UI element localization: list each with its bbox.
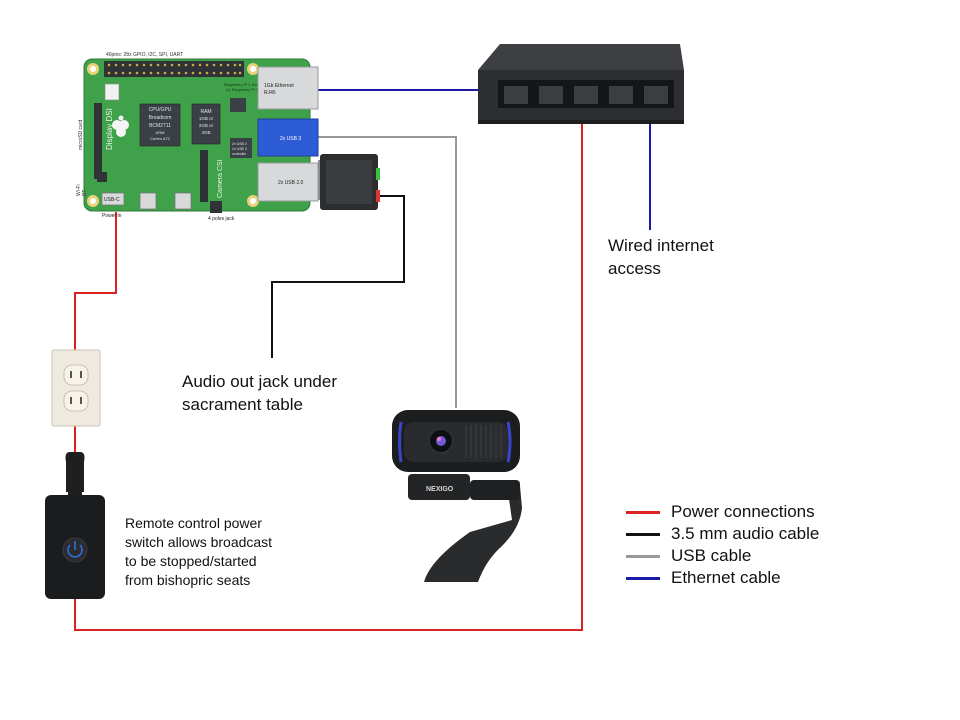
gpio-header bbox=[104, 61, 244, 77]
outlet-receptacle-top bbox=[63, 364, 89, 386]
switch-port bbox=[568, 80, 604, 108]
outlet-receptacle-bottom bbox=[63, 390, 89, 412]
power-cable-pi bbox=[74, 212, 117, 352]
micro-hdmi-port-2 bbox=[174, 192, 192, 210]
usb-audio-adapter bbox=[318, 154, 380, 210]
wired-internet-line-2: access bbox=[608, 259, 661, 278]
ethernet-port-label-2: RJ45 bbox=[264, 90, 276, 96]
switch-port bbox=[603, 80, 639, 108]
audio-out-label: Audio out jack under sacrament table bbox=[182, 370, 337, 416]
camera-csi-connector bbox=[200, 150, 208, 202]
audio-cable bbox=[271, 195, 405, 358]
legend-label-usb: USB cable bbox=[671, 546, 752, 565]
pi-led-block bbox=[97, 172, 107, 182]
wall-outlet bbox=[51, 349, 101, 427]
remote-switch-line-1: Remote control power bbox=[125, 515, 262, 531]
usb-controller-chip bbox=[230, 138, 252, 158]
webcam-stand bbox=[418, 486, 522, 582]
legend-item-ethernet: Ethernet cable bbox=[626, 567, 781, 589]
ram-chip bbox=[191, 103, 221, 145]
micro-hdmi-port-1 bbox=[139, 192, 157, 210]
webcam-brand-plate bbox=[408, 474, 470, 500]
legend-item-power: Power connections bbox=[626, 501, 815, 523]
ram-label-4: 4GB bbox=[201, 130, 210, 135]
audio-jack-port bbox=[210, 201, 222, 213]
webcam-brand: NEXIGO bbox=[426, 486, 454, 493]
remote-switch-line-4: from bishopric seats bbox=[125, 572, 251, 588]
microsd-label: microSD card bbox=[78, 119, 84, 150]
outlet-plate bbox=[51, 349, 101, 427]
usb-controller-label-2: 2x USB 3 bbox=[232, 147, 247, 151]
legend-item-audio: 3.5 mm audio cable bbox=[626, 523, 819, 545]
usb3-port-label: 2x USB 3 bbox=[280, 136, 301, 142]
legend-swatch-ethernet bbox=[626, 576, 660, 580]
legend-item-usb: USB cable bbox=[626, 545, 751, 567]
audio-out-line-2: sacrament table bbox=[182, 395, 303, 414]
bt-label: BT bbox=[82, 190, 88, 196]
usb-c-port bbox=[101, 192, 125, 206]
remote-switch-line-2: switch allows broadcast bbox=[125, 534, 273, 550]
usb2-port-label: 2x USB 2.0 bbox=[278, 180, 304, 186]
raspberry-pi: 40pins: 28x GPIO, I2C, SPI, UART bbox=[76, 52, 319, 222]
ram-label-3: 2GB or bbox=[199, 123, 214, 128]
remote-switch-line-3: to be stopped/started bbox=[125, 553, 257, 569]
usb3-port bbox=[257, 118, 319, 157]
usb-cable bbox=[304, 136, 457, 408]
legend-swatch-power bbox=[626, 510, 660, 514]
wired-internet-line-1: Wired internet bbox=[608, 236, 714, 255]
cpu-label-3: BCM2711 bbox=[149, 123, 171, 129]
camera-csi-label: Camera CSI bbox=[217, 159, 224, 198]
display-dsi-label: Display DSI bbox=[105, 108, 114, 150]
model-label-2: (c) Raspberry Pi 2018 bbox=[226, 87, 266, 92]
cpu-chip bbox=[139, 103, 181, 147]
legend-swatch-usb bbox=[626, 554, 660, 558]
cpu-label-1: CPU/GPU bbox=[149, 107, 172, 113]
wired-internet-label: Wired internet access bbox=[608, 234, 714, 280]
cpu-label-2: Broadcom bbox=[149, 115, 172, 121]
ethernet-port-label-1: 1Gb Ethernet bbox=[264, 83, 294, 89]
legend-label-audio: 3.5 mm audio cable bbox=[671, 524, 820, 543]
legend-label-power: Power connections bbox=[671, 502, 815, 521]
audio-adapter-red-jack bbox=[376, 190, 380, 202]
usb-c-label: USB-C bbox=[104, 197, 120, 203]
usb-controller-label-3: controller bbox=[232, 152, 247, 156]
remote-power-switch bbox=[45, 452, 105, 599]
wifi-label: Wi-Fi bbox=[76, 184, 82, 196]
audio-jack-label: 4 poles jack bbox=[208, 216, 235, 222]
audio-out-line-1: Audio out jack under bbox=[182, 372, 337, 391]
switch-port bbox=[533, 80, 569, 108]
remote-switch-cord bbox=[65, 452, 85, 492]
display-dsi-connector bbox=[94, 103, 102, 179]
legend-label-ethernet: Ethernet cable bbox=[671, 568, 781, 587]
raspberry-logo bbox=[112, 115, 129, 137]
remote-switch-label: Remote control power switch allows broad… bbox=[125, 514, 272, 590]
audio-adapter-green-jack bbox=[376, 168, 380, 180]
ram-label-1: RAM bbox=[200, 109, 211, 115]
network-switch bbox=[478, 44, 684, 124]
pi-small-chip bbox=[230, 98, 246, 112]
cpu-label-4: ARM bbox=[156, 130, 165, 135]
power-in-label: Power in bbox=[102, 213, 122, 219]
webcam: NEXIGO bbox=[392, 410, 522, 582]
ram-label-2: 1GB or bbox=[199, 116, 214, 121]
usb-controller-label-1: 2x USB 2 bbox=[232, 142, 247, 146]
model-label-1: Raspberry Pi 4 Model B bbox=[224, 82, 267, 87]
power-cable-switch bbox=[74, 124, 583, 631]
switch-port bbox=[638, 80, 674, 108]
legend-swatch-audio bbox=[626, 532, 660, 536]
cpu-label-5: Cortex A72 bbox=[150, 136, 171, 141]
gpio-header-label: 40pins: 28x GPIO, I2C, SPI, UART bbox=[106, 52, 183, 58]
switch-port bbox=[498, 80, 534, 108]
ethernet-port bbox=[257, 66, 319, 110]
pi-component bbox=[104, 83, 120, 101]
